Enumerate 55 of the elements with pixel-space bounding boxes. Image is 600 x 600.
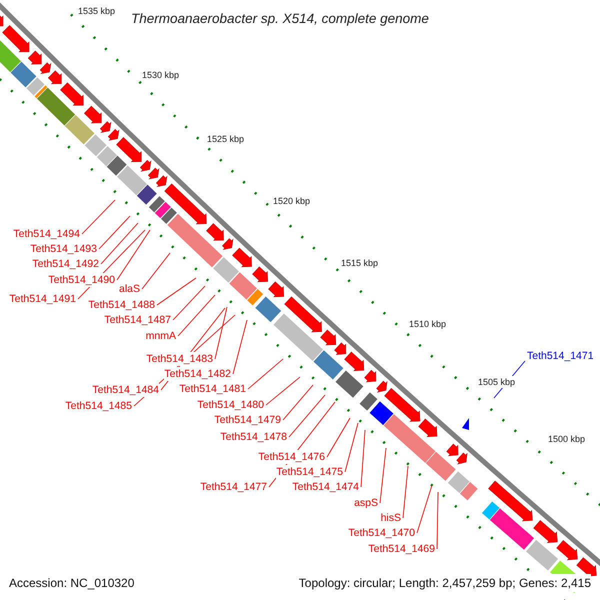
- leader-line: [402, 466, 408, 518]
- scale-tick-label: 1520 kbp: [273, 195, 310, 207]
- accession-text: Accession: NC_010320: [9, 575, 134, 592]
- gene-label: Teth514_1483: [146, 352, 213, 366]
- gene-label: Teth514_1475: [276, 465, 343, 479]
- leader-line: [142, 252, 170, 290]
- gene-label: Teth514_1482: [164, 367, 231, 381]
- gene-label: Teth514_1479: [214, 413, 281, 427]
- gene-label: Teth514_1469: [368, 542, 435, 556]
- leader-line: [214, 306, 228, 360]
- gene-label: aspS: [354, 496, 378, 510]
- scale-tick-label: 1535 kbp: [78, 5, 116, 17]
- scale-tick-label: 1500 kbp: [548, 433, 586, 445]
- leader-line: [282, 384, 314, 420]
- leader-line: [116, 230, 150, 280]
- gene-label: Teth514_1470: [348, 526, 415, 540]
- gene-label: Teth514_1490: [48, 273, 115, 287]
- leader-line: [266, 376, 300, 406]
- leader-line: [288, 394, 326, 438]
- leader-line: [98, 216, 130, 250]
- scale-tick-label: 1525 kbp: [207, 133, 244, 145]
- leader-line: [380, 448, 386, 504]
- leader-line: [232, 320, 248, 374]
- gene-label: Teth514_1485: [65, 399, 132, 413]
- leader-line: [436, 492, 438, 550]
- leader-line: [326, 418, 350, 458]
- leader-line: [360, 430, 366, 488]
- gene-label: Teth514_1491: [9, 292, 76, 306]
- diagram-title: Thermoanaerobacter sp. X514, complete genome: [131, 10, 429, 28]
- gene-label: Teth514_1484: [92, 383, 159, 397]
- leader-line: [82, 200, 116, 234]
- gene-label: Teth514_1471: [527, 349, 594, 363]
- leader-line: [172, 286, 206, 320]
- gene-label: Teth514_1488: [88, 298, 155, 312]
- leader-line: [100, 222, 138, 264]
- gene-label: Teth514_1494: [13, 227, 80, 241]
- scale-tick-label: 1530 kbp: [142, 69, 180, 81]
- gene-label: Teth514_1493: [30, 242, 97, 256]
- leader-line: [156, 278, 196, 306]
- scale-tick-label: 1510 kbp: [409, 318, 446, 330]
- scale-tick-label: 1505 kbp: [478, 376, 516, 388]
- gene-label: Teth514_1476: [258, 450, 325, 464]
- genome-summary-text: Topology: circular; Length: 2,457,259 bp; Genes: 2,415: [298, 574, 591, 592]
- gene-label: Teth514_1487: [104, 313, 171, 327]
- leader-line: [416, 484, 432, 534]
- leader-line: [344, 422, 358, 472]
- gene-label: Teth514_1481: [179, 382, 246, 396]
- gene-label: Teth514_1492: [32, 257, 99, 271]
- gene-label: Teth514_1477: [200, 480, 267, 494]
- gene-label: Teth514_1480: [197, 398, 264, 412]
- scale-tick-label: 1515 kbp: [341, 257, 378, 269]
- leader-line: [248, 358, 284, 390]
- gene-label: Teth514_1474: [292, 480, 359, 494]
- leader-line: [178, 294, 216, 336]
- gene-label: Teth514_1478: [220, 430, 287, 444]
